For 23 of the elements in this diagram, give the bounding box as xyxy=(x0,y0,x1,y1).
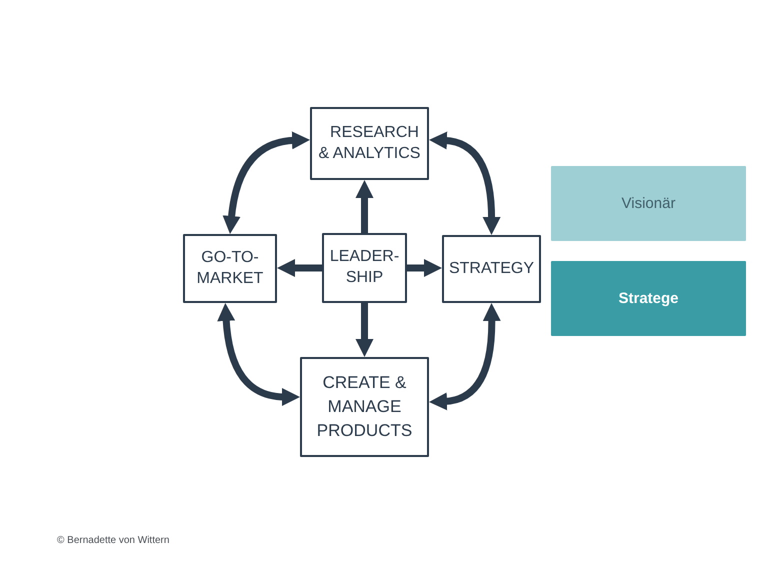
arrow xyxy=(277,259,322,277)
tile-label: Stratege xyxy=(618,288,679,308)
tile-label: Visionär xyxy=(622,194,676,214)
box-label: CREATE & MANAGE PRODUCTS xyxy=(316,372,414,442)
process-box xyxy=(322,233,407,303)
role-tile xyxy=(551,261,746,336)
arrow xyxy=(356,303,374,357)
copyright-note: © Bernadette von Wittern xyxy=(57,535,170,547)
box-label: RESEARCH & ANALYTICS xyxy=(318,122,422,164)
box-label: STRATEGY xyxy=(448,258,534,279)
process-box xyxy=(442,235,541,303)
role-tile xyxy=(551,166,746,241)
process-box xyxy=(310,107,429,180)
double-arrow xyxy=(429,132,501,235)
arrow xyxy=(356,180,374,233)
process-box xyxy=(183,234,277,303)
double-arrow xyxy=(217,303,300,406)
arrow xyxy=(407,259,442,277)
box-label: LEADER-SHIP xyxy=(328,247,400,288)
box-label: GO-TO-MARKET xyxy=(196,248,264,288)
double-arrow xyxy=(429,303,501,410)
double-arrow xyxy=(222,132,310,234)
process-box xyxy=(300,357,429,457)
